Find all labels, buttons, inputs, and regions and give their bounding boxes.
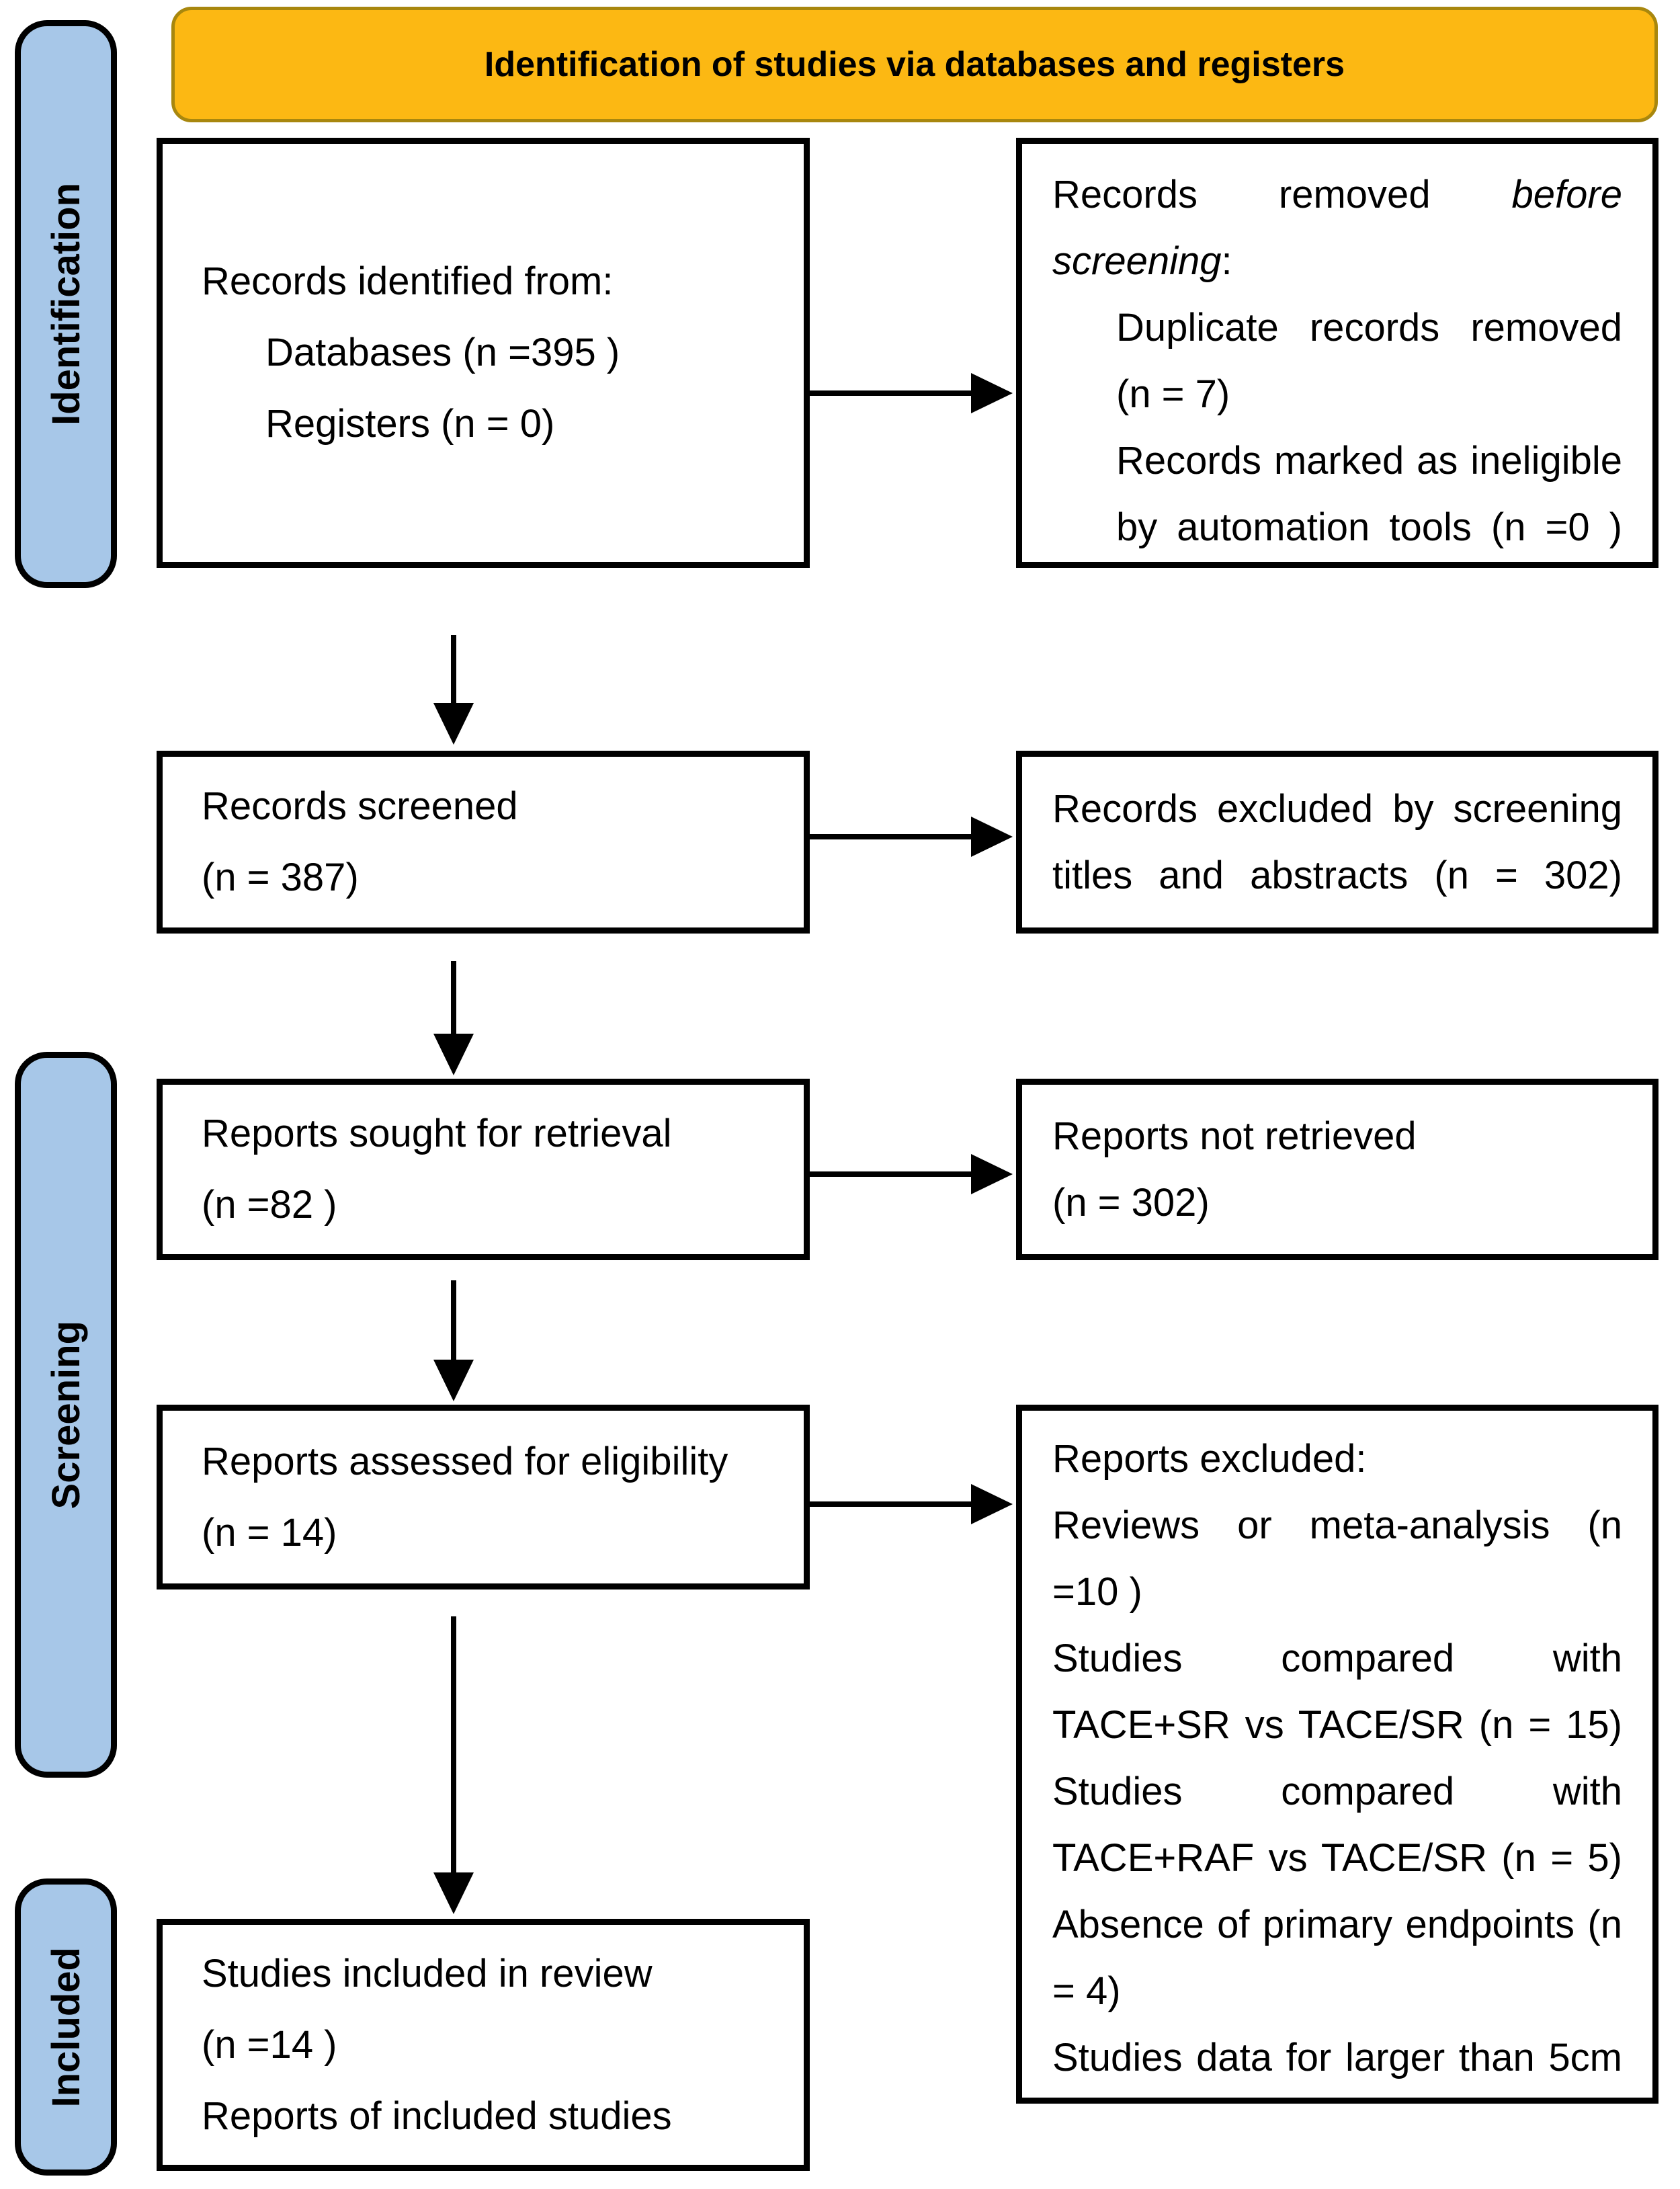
stage-screening-label: Screening [44,1320,88,1510]
records-identified-databases: Databases (n =395 ) [265,331,620,374]
records-removed-duplicates: Duplicate records removed [1116,306,1622,349]
reports-not-retrieved-line: Reports not retrieved [1052,1114,1417,1158]
box-records-screened: Records screened (n = 387) [157,751,810,934]
box-reports-excluded: Reports excluded: Reviews or meta-analys… [1016,1405,1658,2104]
records-removed-line2: screening: [1052,239,1232,283]
box-reports-sought: Reports sought for retrieval (n =82 ) [157,1079,810,1260]
banner: Identification of studies via databases … [171,7,1658,122]
reports-excluded-tacesr-2: TACE+SR vs TACE/SR (n = 15) [1052,1703,1622,1747]
box-records-excluded: Records excluded by screening titles and… [1016,751,1658,934]
reports-sought-line: Reports sought for retrieval [202,1112,672,1155]
stage-included-label: Included [44,1946,88,2108]
banner-title: Identification of studies via databases … [484,45,1345,84]
reports-excluded-taceraf-2: TACE+RAF vs TACE/SR (n = 5) [1052,1836,1622,1880]
stage-screening: Screening [15,1052,117,1778]
records-removed-duplicates-n: (n = 7) [1116,372,1230,416]
reports-excluded-title: Reports excluded: [1052,1437,1367,1481]
records-screened-n: (n = 387) [202,856,359,899]
reports-assessed-n: (n = 14) [202,1510,337,1555]
studies-included-n: (n =14 ) [202,2022,337,2067]
stage-identification-label: Identification [44,183,88,425]
reports-excluded-5cm: Studies data for larger than 5cm [1052,2036,1622,2079]
reports-excluded-endpoints: Absence of primary endpoints (n [1052,1903,1622,1946]
reports-excluded-tacesr-1: Studies compared with [1052,1637,1622,1680]
records-identified-registers: Registers (n = 0) [265,402,555,446]
records-screened-line: Records screened [202,784,518,828]
records-excluded-line2: titles and abstracts (n = 302) [1052,854,1622,897]
stage-identification: Identification [15,20,117,588]
reports-excluded-taceraf-1: Studies compared with [1052,1770,1622,1813]
records-removed-automation: by automation tools (n =0 ) [1116,505,1622,549]
records-excluded-line1: Records excluded by screening [1052,787,1622,831]
reports-sought-n: (n =82 ) [202,1183,337,1227]
box-reports-not-retrieved: Reports not retrieved (n = 302) [1016,1079,1658,1260]
reports-assessed-line: Reports assessed for eligibility [202,1439,728,1483]
box-studies-included: Studies included in review (n =14 ) Repo… [157,1919,810,2171]
reports-not-retrieved-n: (n = 302) [1052,1181,1210,1225]
stage-included: Included [15,1878,117,2176]
reports-excluded-reviews-n: =10 ) [1052,1570,1142,1614]
records-removed-ineligible: Records marked as ineligible [1116,439,1622,483]
box-records-removed: Records removed before screening: Duplic… [1016,138,1658,568]
reports-excluded-reviews: Reviews or meta-analysis (n [1052,1503,1622,1547]
box-records-identified: Records identified from: Databases (n =3… [157,138,810,568]
reports-excluded-endpoints-n: = 4) [1052,1969,1121,2013]
records-identified-line: Records identified from: [202,259,614,303]
records-removed-line1: Records removed before [1052,173,1622,216]
studies-included-reports: Reports of included studies [202,2094,672,2138]
studies-included-line: Studies included in review [202,1951,653,1995]
box-reports-assessed: Reports assessed for eligibility (n = 14… [157,1405,810,1589]
